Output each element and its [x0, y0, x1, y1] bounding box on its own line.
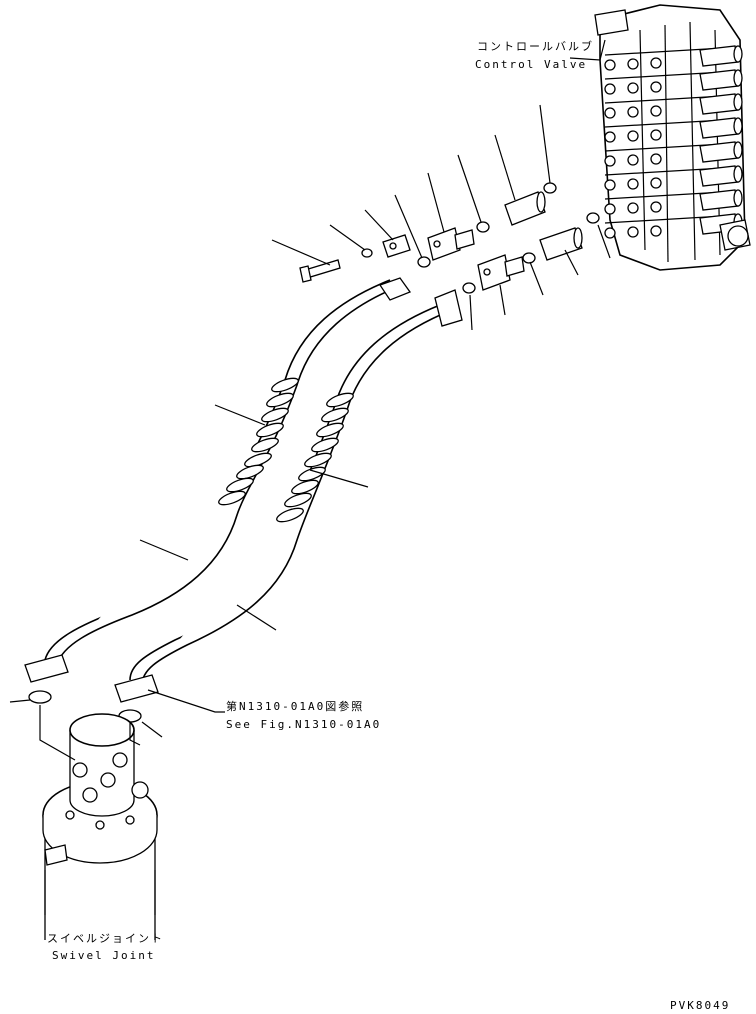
control-valve-label-en: Control Valve	[475, 58, 588, 71]
hose-flange-lower-1	[24, 654, 69, 683]
tube-fitting-upper	[504, 191, 546, 226]
o-ring-1	[417, 256, 431, 268]
control-valve	[594, 4, 751, 271]
swivel-joint	[42, 713, 158, 940]
o-ring-4	[462, 282, 476, 294]
bolt	[299, 259, 341, 283]
flange-adapter-upper	[427, 227, 475, 261]
hose-spring-guards	[218, 377, 354, 523]
o-ring-6	[586, 212, 600, 224]
control-valve-label-jp: コントロールバルブ	[477, 40, 594, 53]
drawing-code: PVK8049	[670, 999, 731, 1012]
hose-2	[129, 304, 453, 686]
washer	[361, 248, 373, 258]
o-ring-3	[543, 182, 557, 194]
reference-label-jp: 第N1310-01A0図参照	[226, 700, 365, 713]
hose-flange-lower-2	[114, 674, 159, 703]
tube-fitting-lower	[539, 227, 583, 261]
split-flange	[382, 234, 411, 258]
swivel-joint-label-en: Swivel Joint	[52, 949, 156, 962]
hose-1	[44, 279, 403, 666]
o-ring-2	[476, 221, 490, 233]
o-ring-swivel-1	[28, 690, 52, 704]
leader-lines	[9, 39, 611, 915]
o-ring-5	[522, 252, 536, 264]
swivel-joint-label-jp: スイベルジョイント	[47, 932, 164, 945]
flange-adapter-lower	[477, 254, 525, 291]
reference-label-en: See Fig.N1310-01A0	[226, 718, 382, 731]
